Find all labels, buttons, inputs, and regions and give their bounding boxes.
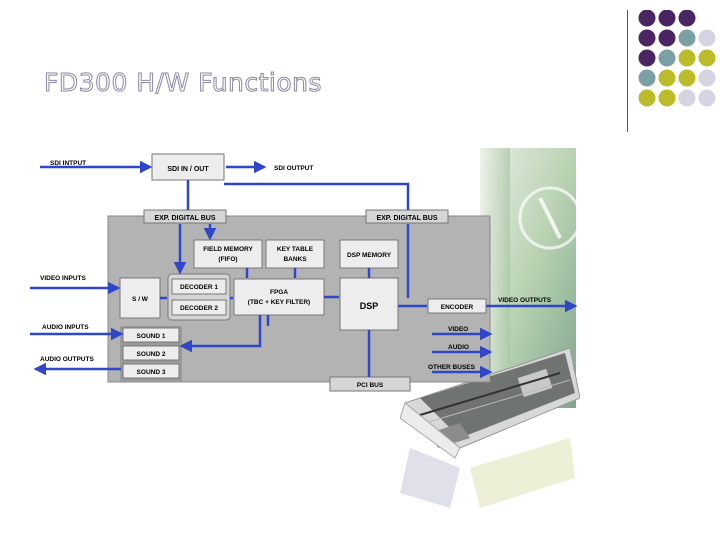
decor-dot [658, 89, 676, 107]
decor-dot [698, 69, 716, 87]
hardware-block-diagram: SDI IN / OUT EXP. DIGITAL BUS EXP. DIGIT… [30, 153, 578, 392]
decor-dot [638, 29, 656, 47]
decor-dot [678, 69, 696, 87]
sdi-to-exp-right [224, 182, 410, 210]
decor-dot [678, 89, 696, 107]
pci-board-graphic [400, 347, 580, 459]
other-buses-label: OTHER BUSES [428, 364, 476, 371]
audio-outputs-label: AUDIO OUTPUTS [40, 356, 94, 363]
key-table-label-1: KEY TABLE [277, 246, 314, 253]
sdi-input-label: SDI INTPUT [50, 160, 86, 167]
dsp-memory-box [339, 239, 399, 269]
video-label: VIDEO [448, 326, 468, 333]
decor-dot [638, 49, 656, 67]
sound2-box [122, 345, 180, 361]
decor-dot [658, 69, 676, 87]
sdi-output-label: SDI OUTPUT [274, 165, 313, 172]
sw-label: S / W [132, 296, 149, 303]
decorative-dot-grid [638, 10, 716, 107]
decor-dot [638, 89, 656, 107]
decor-dot [658, 29, 676, 47]
title-divider-line [627, 10, 628, 132]
slide-title: FD300 H/W Functions [43, 68, 323, 98]
exp-bus-left-label: EXP. DIGITAL BUS [154, 215, 215, 222]
board-reflection-graphic [400, 438, 575, 508]
decoder1-label: DECODER 1 [180, 284, 218, 291]
field-memory-box [193, 239, 263, 269]
decoder2-label: DECODER 2 [180, 305, 218, 312]
field-memory-label-2: (FIFO) [218, 256, 237, 263]
dsp-label: DSP [360, 301, 379, 311]
decor-dot [638, 69, 656, 87]
audio-label: AUDIO [448, 344, 469, 351]
sw-box [119, 277, 161, 319]
decoder2-box [171, 299, 227, 316]
decor-dot [678, 10, 696, 27]
exp-bus-right-label: EXP. DIGITAL BUS [376, 215, 437, 222]
dsp-box [339, 277, 399, 331]
sound3-box [122, 363, 180, 379]
signal-lines [30, 160, 578, 379]
decor-dot [638, 10, 656, 27]
fpga-to-sound-bus [179, 315, 262, 353]
decor-dot [658, 10, 676, 27]
encoder-label: ENCODER [441, 304, 474, 311]
decor-dot [698, 49, 716, 67]
pci-bus-label: PCI BUS [357, 382, 384, 389]
exp-bus-left-tab [143, 209, 227, 224]
sound3-label: SOUND 3 [137, 369, 166, 376]
field-memory-label-1: FIELD MEMORY [203, 246, 253, 253]
decor-dot [658, 49, 676, 67]
sound2-label: SOUND 2 [137, 351, 166, 358]
fpga-label-1: FPGA [270, 289, 288, 296]
decor-dot [678, 29, 696, 47]
sdi-in-out-label: SDI IN / OUT [167, 166, 209, 173]
decor-dot [698, 89, 716, 107]
decor-dot [678, 49, 696, 67]
decor-dot [698, 29, 716, 47]
key-table-label-2: BANKS [283, 256, 307, 263]
fpga-label-2: (TBC + KEY FILTER) [248, 299, 310, 306]
capture-card-photo [400, 148, 580, 508]
video-inputs-label: VIDEO INPUTS [40, 275, 87, 282]
dsp-memory-label: DSP MEMORY [347, 252, 392, 259]
audio-inputs-label: AUDIO INPUTS [42, 324, 89, 331]
key-table-box [265, 239, 325, 269]
video-outputs-label: VIDEO OUTPUTS [498, 297, 552, 304]
sound1-label: SOUND 1 [137, 333, 166, 340]
decoder1-box [171, 278, 227, 295]
fpga-box [233, 278, 325, 316]
